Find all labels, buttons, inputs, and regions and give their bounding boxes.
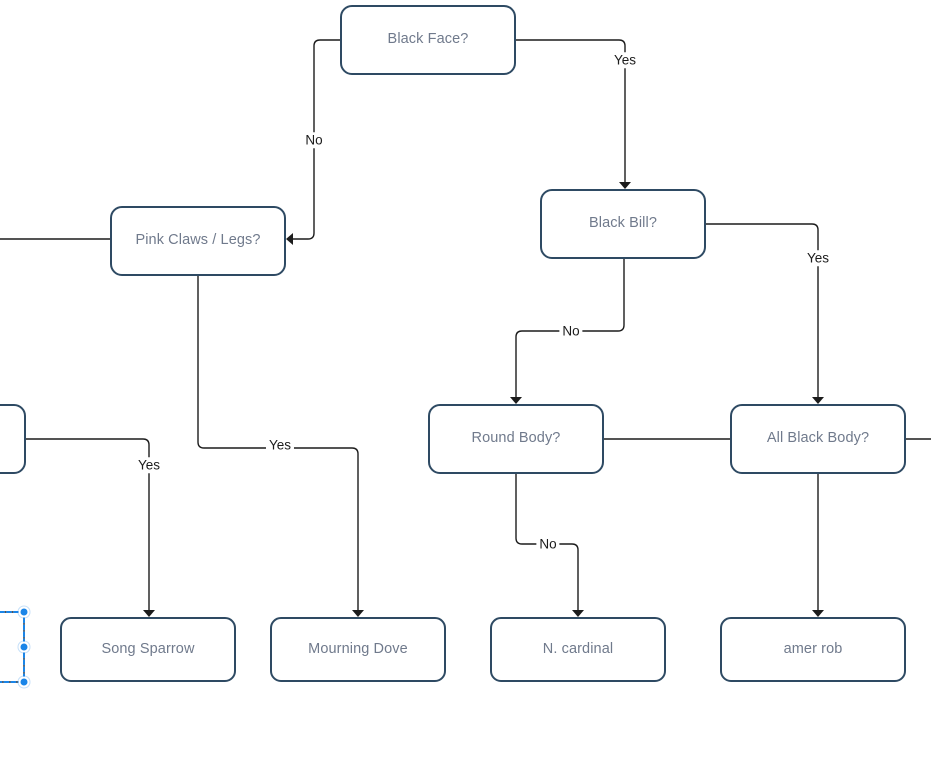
label-offscreen-yes: Yes — [134, 457, 164, 473]
arrowhead-round-body-no — [572, 610, 584, 617]
label-black-face-no: No — [302, 132, 326, 148]
edge-selection-handle-top[interactable] — [18, 606, 30, 618]
node-label: All Black Body? — [766, 430, 870, 447]
arrowhead-black-face-yes — [619, 182, 631, 189]
arrowhead-offscreen-yes — [143, 610, 155, 617]
edge-selection-handle-bottom[interactable] — [18, 676, 30, 688]
node-label: Round Body? — [471, 430, 561, 447]
label-black-bill-no: No — [559, 323, 583, 339]
arrowhead-all-black-body-down — [812, 610, 824, 617]
edge-black-bill-yes[interactable] — [705, 223, 819, 398]
node-mourning-dove[interactable]: Mourning Dove — [270, 617, 446, 682]
edge-selection-handle-middle[interactable] — [18, 641, 30, 653]
node-label: Pink Claws / Legs? — [135, 232, 261, 249]
node-label: amer rob — [783, 640, 843, 657]
edge-black-face-yes[interactable] — [515, 39, 626, 183]
arrowhead-black-face-no — [286, 233, 293, 245]
node-black-face[interactable]: Black Face? — [340, 5, 516, 75]
label-round-body-no: No — [536, 536, 560, 552]
node-offscreen-left-mid[interactable] — [0, 404, 26, 474]
node-song-sparrow[interactable]: Song Sparrow — [60, 617, 236, 682]
arrowhead-black-bill-no — [510, 397, 522, 404]
arrowhead-black-bill-yes — [812, 397, 824, 404]
node-amer-rob[interactable]: amer rob — [720, 617, 906, 682]
node-n-cardinal[interactable]: N. cardinal — [490, 617, 666, 682]
node-round-body[interactable]: Round Body? — [428, 404, 604, 474]
node-pink-claws-legs[interactable]: Pink Claws / Legs? — [110, 206, 286, 276]
edge-offscreen-yes[interactable] — [25, 438, 150, 611]
label-black-bill-yes: Yes — [803, 250, 833, 266]
node-label: Black Face? — [387, 31, 469, 48]
label-black-face-yes: Yes — [610, 52, 640, 68]
node-black-bill[interactable]: Black Bill? — [540, 189, 706, 259]
node-label: Mourning Dove — [308, 640, 408, 657]
edge-paths — [0, 39, 931, 683]
node-label: Song Sparrow — [101, 640, 195, 657]
node-all-black-body[interactable]: All Black Body? — [730, 404, 906, 474]
node-label: N. cardinal — [542, 640, 614, 657]
node-label: Black Bill? — [589, 215, 657, 232]
label-pink-claws-yes: Yes — [265, 437, 295, 453]
arrowhead-pink-claws-yes — [352, 610, 364, 617]
